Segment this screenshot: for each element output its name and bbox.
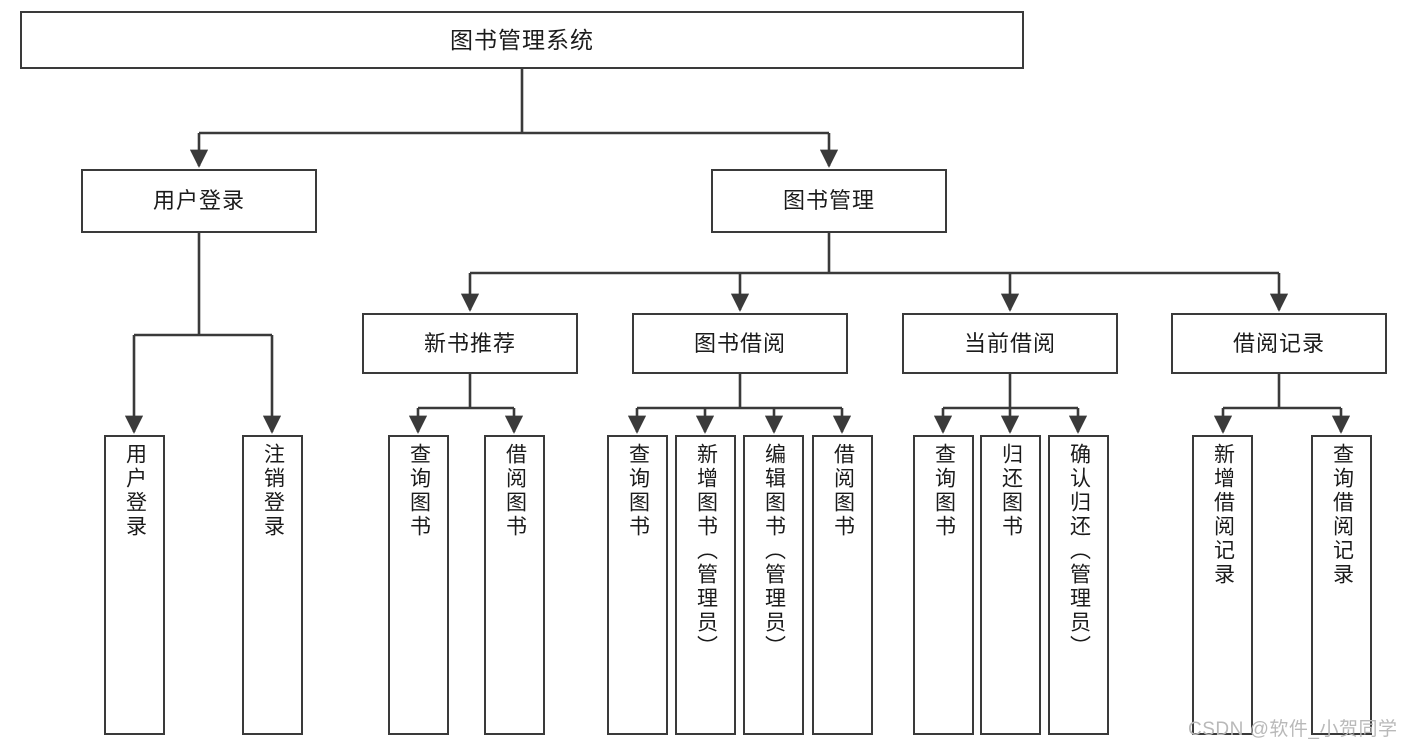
node-label: 确认归还（管理员） — [1067, 443, 1091, 659]
node-label: 归还图书 — [999, 443, 1023, 539]
watermark-text: CSDN @软件_小贺同学 — [1188, 719, 1398, 740]
leaf-new-book-query-book[interactable]: 查询图书 — [388, 435, 449, 735]
node-label: 借阅图书 — [503, 443, 527, 539]
node-label: 用户登录 — [152, 188, 245, 214]
node-label: 图书管理系统 — [450, 26, 594, 53]
node-root-book-management-system[interactable]: 图书管理系统 — [20, 11, 1024, 69]
node-label: 当前借阅 — [963, 330, 1056, 356]
leaf-current-borrow-confirm-return-admin[interactable]: 确认归还（管理员） — [1048, 435, 1109, 735]
leaf-borrow-record-query-record[interactable]: 查询借阅记录 — [1311, 435, 1372, 735]
node-label: 查询借阅记录 — [1330, 443, 1354, 587]
node-label: 图书借阅 — [693, 330, 786, 356]
node-label: 用户登录 — [123, 443, 147, 539]
node-book-borrow[interactable]: 图书借阅 — [632, 313, 848, 374]
node-label: 注销登录 — [261, 443, 285, 539]
leaf-current-borrow-return-book[interactable]: 归还图书 — [980, 435, 1041, 735]
leaf-book-borrow-add-book-admin[interactable]: 新增图书（管理员） — [675, 435, 736, 735]
node-label: 借阅图书 — [831, 443, 855, 539]
node-label: 图书管理 — [782, 188, 875, 214]
node-label: 查询图书 — [407, 443, 431, 539]
node-current-borrow[interactable]: 当前借阅 — [902, 313, 1118, 374]
leaf-new-book-borrow-book[interactable]: 借阅图书 — [484, 435, 545, 735]
node-borrow-record[interactable]: 借阅记录 — [1171, 313, 1387, 374]
leaf-current-borrow-query-book[interactable]: 查询图书 — [913, 435, 974, 735]
leaf-user-login-sign-in[interactable]: 用户登录 — [104, 435, 165, 735]
node-label: 新增图书（管理员） — [694, 443, 718, 659]
node-new-book-recommend[interactable]: 新书推荐 — [362, 313, 578, 374]
node-label: 查询图书 — [626, 443, 650, 539]
node-label: 查询图书 — [932, 443, 956, 539]
leaf-book-borrow-edit-book-admin[interactable]: 编辑图书（管理员） — [743, 435, 804, 735]
leaf-book-borrow-query-book[interactable]: 查询图书 — [607, 435, 668, 735]
node-label: 新增借阅记录 — [1211, 443, 1235, 587]
leaf-borrow-record-add-record[interactable]: 新增借阅记录 — [1192, 435, 1253, 735]
node-label: 借阅记录 — [1232, 330, 1325, 356]
node-label: 新书推荐 — [423, 330, 516, 356]
node-book-management[interactable]: 图书管理 — [711, 169, 947, 233]
leaf-user-login-sign-out[interactable]: 注销登录 — [242, 435, 303, 735]
node-label: 编辑图书（管理员） — [762, 443, 786, 659]
node-user-login[interactable]: 用户登录 — [81, 169, 317, 233]
leaf-book-borrow-borrow-book[interactable]: 借阅图书 — [812, 435, 873, 735]
